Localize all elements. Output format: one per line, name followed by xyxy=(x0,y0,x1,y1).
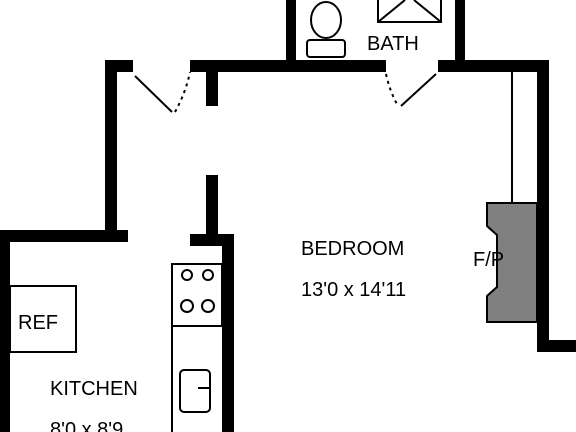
doors xyxy=(134,71,437,113)
right-wall-upper xyxy=(537,60,549,352)
fireplace xyxy=(486,202,538,323)
hall-left-wall xyxy=(105,60,117,242)
kitchen-label: KITCHEN xyxy=(50,378,138,400)
kitchen-bedroom-wall xyxy=(222,234,234,432)
bedroom-size: 13'0 x 14'11 xyxy=(301,279,406,301)
shower-diagonal-b xyxy=(413,0,442,23)
burner-top-left xyxy=(181,269,193,281)
toilet xyxy=(306,1,346,58)
burner-top-right xyxy=(202,269,214,281)
fireplace-label: F/P xyxy=(473,249,504,271)
refrigerator xyxy=(9,285,77,353)
shower xyxy=(377,0,442,23)
sink-basin xyxy=(179,369,211,413)
kitchen-left-wall xyxy=(0,230,10,432)
bedroom-label: BEDROOM xyxy=(301,238,404,260)
toilet-tank xyxy=(306,39,346,58)
bath-right-wall xyxy=(455,0,465,64)
top-wall-right xyxy=(438,60,549,72)
burner-bottom-right xyxy=(201,299,215,313)
right-wall-jog xyxy=(537,340,576,352)
kitchen-size: 8'0 x 8'9 xyxy=(50,419,123,432)
stove xyxy=(171,263,223,327)
bath-door-leaf xyxy=(400,73,437,107)
refrigerator-label: REF xyxy=(18,312,58,334)
sink xyxy=(179,369,211,413)
partition-upper xyxy=(206,72,218,106)
toilet-bowl xyxy=(310,1,342,39)
bath-left-wall xyxy=(286,0,296,62)
shower-diagonal-a xyxy=(377,0,406,23)
stove-body xyxy=(171,263,223,327)
bath-door-swing xyxy=(385,73,399,107)
burner-bottom-left xyxy=(180,299,194,313)
partition-lower xyxy=(206,175,218,245)
top-wall-middle xyxy=(190,60,386,72)
hall-door-leaf xyxy=(134,75,173,113)
hall-door-swing xyxy=(174,71,191,113)
shower-pan xyxy=(377,0,442,23)
kitchen-top-wall xyxy=(0,230,128,242)
bath-label: BATH xyxy=(367,33,419,55)
